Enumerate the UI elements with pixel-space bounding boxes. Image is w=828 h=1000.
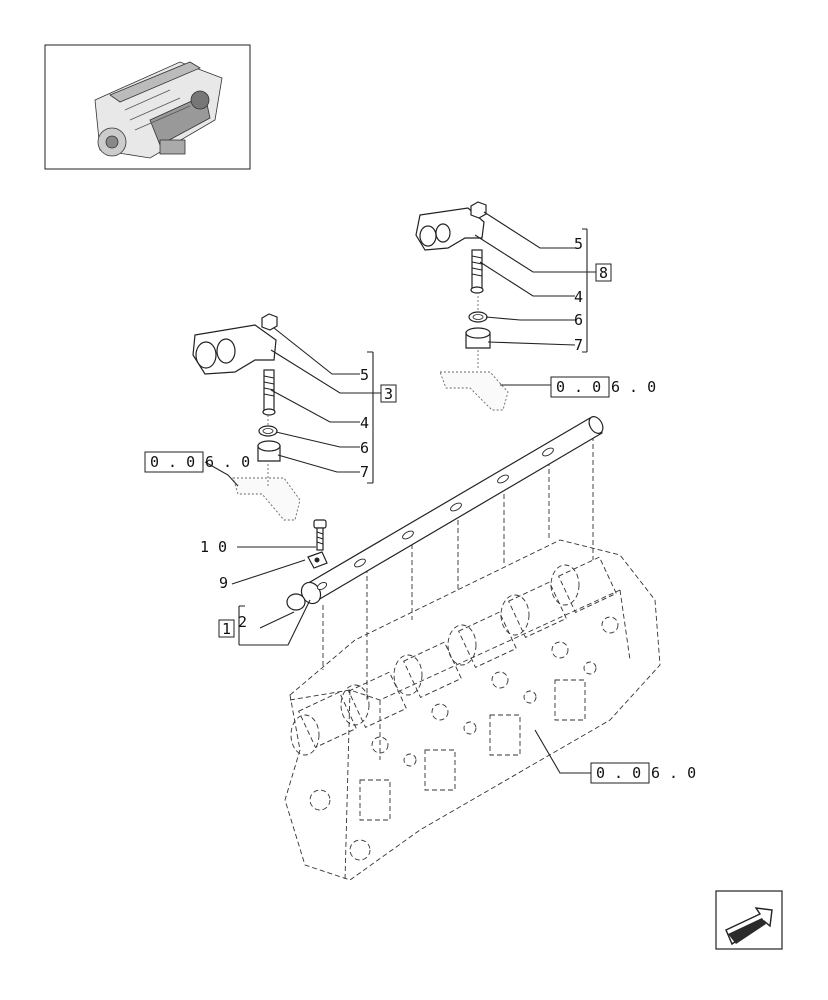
callout-lower-5: 5 (360, 366, 369, 384)
callout-lower-group-label: 3 (384, 385, 393, 403)
axis-lines (267, 296, 479, 488)
shaft-plug[interactable] (286, 593, 306, 611)
reference-upper-support[interactable]: 0 . 0 6 . 0 (550, 376, 656, 398)
reference-cylinder-head-boxed: 0 . 0 (596, 764, 641, 782)
callout-shaft-2: 2 (238, 613, 247, 631)
callout-upper-group-label: 8 (599, 264, 608, 282)
lower-adjuster-screw[interactable] (262, 369, 276, 416)
upper-adjuster-screw[interactable] (470, 249, 484, 294)
upper-adjuster-nut[interactable] (470, 201, 487, 219)
callout-upper-5: 5 (574, 235, 583, 253)
lower-ring[interactable] (258, 425, 278, 437)
upper-rocker-arm[interactable] (415, 207, 485, 251)
lower-pad[interactable] (257, 440, 281, 462)
callout-bolt-10: 1 0 (200, 538, 227, 556)
lower-rocker-arm[interactable] (192, 324, 277, 375)
engine-thumbnail-icon[interactable] (44, 44, 251, 170)
callout-shaft-group-label: 1 (222, 620, 231, 638)
reference-lower-support-rest: 6 . 0 (205, 453, 250, 471)
cylinder-head-outline (284, 539, 661, 881)
reference-upper-support-rest: 6 . 0 (611, 378, 656, 396)
clip-part-9[interactable] (307, 551, 328, 569)
next-page-arrow-icon[interactable] (715, 890, 783, 950)
upper-pad[interactable] (465, 327, 491, 349)
callout-upper-6: 6 (574, 311, 583, 329)
reference-lower-support-boxed: 0 . 0 (150, 453, 195, 471)
rocker-shaft[interactable] (298, 414, 606, 607)
callout-lower-group[interactable]: 3 (380, 384, 397, 403)
callout-shaft-group[interactable]: 1 (218, 619, 235, 638)
callout-lower-7: 7 (360, 463, 369, 481)
leader-lines (204, 211, 598, 774)
upper-ring[interactable] (468, 311, 488, 323)
callout-lower-4: 4 (360, 414, 369, 432)
reference-upper-support-boxed: 0 . 0 (556, 378, 601, 396)
callout-upper-7: 7 (574, 336, 583, 354)
callout-upper-4: 4 (574, 288, 583, 306)
callout-upper-group[interactable]: 8 (595, 263, 612, 282)
reference-cylinder-head[interactable]: 0 . 0 6 . 0 (590, 762, 696, 784)
reference-lower-support[interactable]: 0 . 0 6 . 0 (144, 451, 250, 473)
callout-lower-6: 6 (360, 439, 369, 457)
callout-clip-9: 9 (219, 574, 228, 592)
lower-support-ghost (232, 477, 301, 521)
reference-cylinder-head-rest: 6 . 0 (651, 764, 696, 782)
lower-adjuster-nut[interactable] (261, 313, 278, 331)
upper-support-ghost (439, 371, 509, 411)
alignment-lines (322, 420, 594, 700)
bolt-part-10[interactable] (313, 519, 327, 551)
